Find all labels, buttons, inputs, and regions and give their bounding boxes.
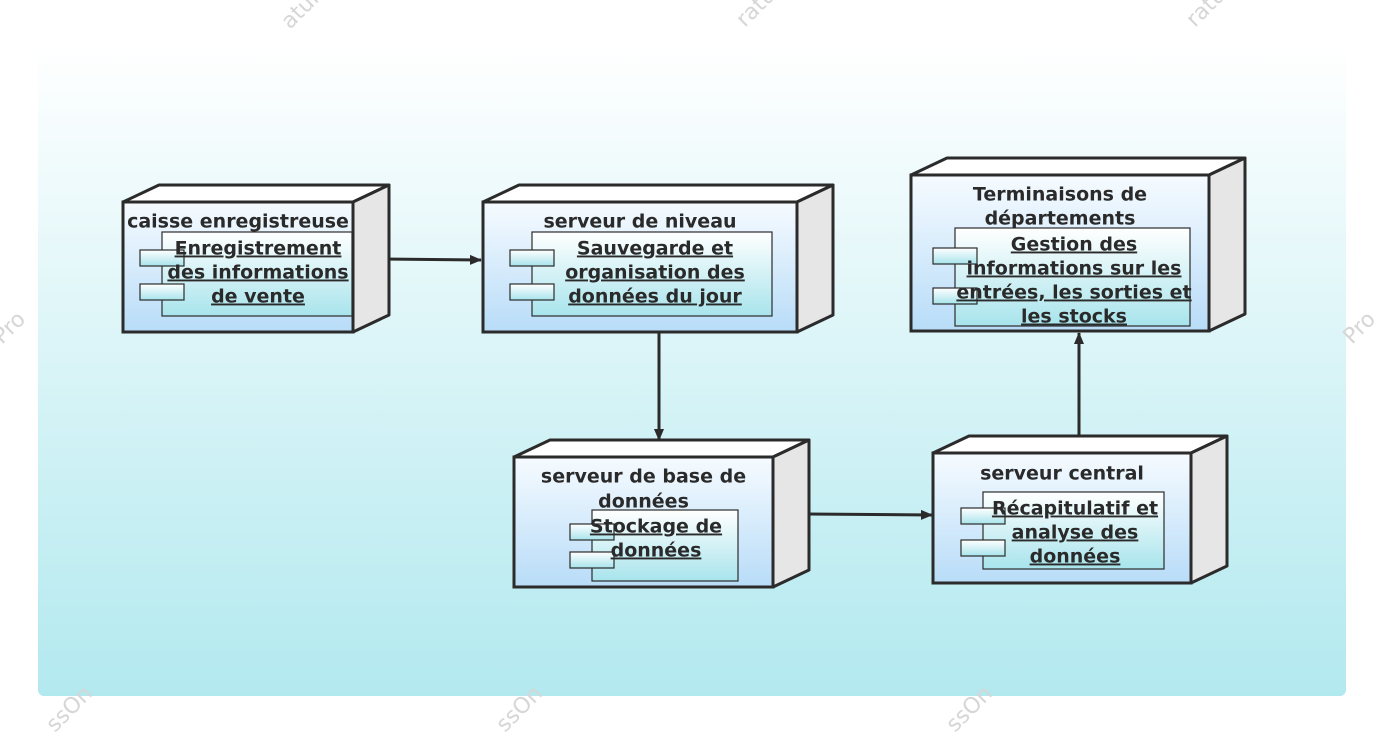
component-tab [932, 247, 978, 265]
component-label: informations sur les [967, 258, 1182, 280]
component-label: Enregistrement [175, 238, 342, 260]
node-side-face [795, 183, 835, 334]
component-box [161, 231, 353, 317]
node-side-face [351, 183, 391, 334]
watermark-1: atuit [277, 0, 331, 34]
component-label: Sauvegarde et [577, 238, 733, 260]
watermark-4: Pro [0, 307, 31, 349]
component-label: Récapitulatif et [992, 498, 1158, 520]
node-title: départements [985, 208, 1136, 230]
component-label: entrées, les sorties et [956, 282, 1191, 304]
component-label: données du jour [568, 286, 742, 308]
component-tab [509, 249, 555, 267]
node-side-face [771, 438, 811, 589]
component-label: Gestion des [1011, 234, 1137, 256]
component-box [982, 491, 1165, 570]
node-side-face [1207, 156, 1247, 333]
component-tab [509, 283, 555, 301]
node-title: caisse enregistreuse [127, 211, 349, 233]
component-label: Stockage de [590, 516, 722, 538]
component-label: de vente [211, 286, 305, 308]
node-top-face [481, 183, 835, 204]
component-tab [569, 551, 615, 569]
component-tab [960, 507, 1006, 525]
node-title: données [598, 491, 689, 513]
component-tab [569, 523, 615, 541]
component-box [954, 227, 1191, 327]
node-title: serveur de niveau [543, 211, 736, 233]
diagram-background [38, 44, 1346, 696]
node-side-face [1189, 434, 1229, 585]
component-tab [932, 287, 978, 305]
component-label: analyse des [1012, 522, 1139, 544]
watermark-3: ratuit [1182, 0, 1242, 32]
node-top-face [931, 434, 1229, 455]
edge-caisse-to-serveur-niveau [381, 254, 482, 265]
component-label: données [1030, 546, 1121, 568]
node-top-face [909, 156, 1247, 177]
node-title: serveur de base de [541, 466, 746, 488]
node-top-face [121, 183, 391, 204]
edge-serveur-bdd-to-serveur-central [805, 509, 933, 520]
node-title: serveur central [980, 463, 1144, 485]
component-box [531, 231, 773, 317]
component-tab [139, 249, 185, 267]
node-top-face [512, 438, 811, 459]
edge-layer [381, 254, 1084, 520]
component-label: les stocks [1021, 306, 1127, 328]
component-label: des informations [167, 262, 348, 284]
component-tab [139, 283, 185, 301]
component-label: données [611, 540, 702, 562]
component-label: organisation des [565, 262, 745, 284]
component-tab [960, 539, 1006, 557]
watermark-2: ratuit [732, 0, 792, 32]
component-box [591, 509, 739, 582]
node-title: Terminaisons de [973, 184, 1147, 206]
